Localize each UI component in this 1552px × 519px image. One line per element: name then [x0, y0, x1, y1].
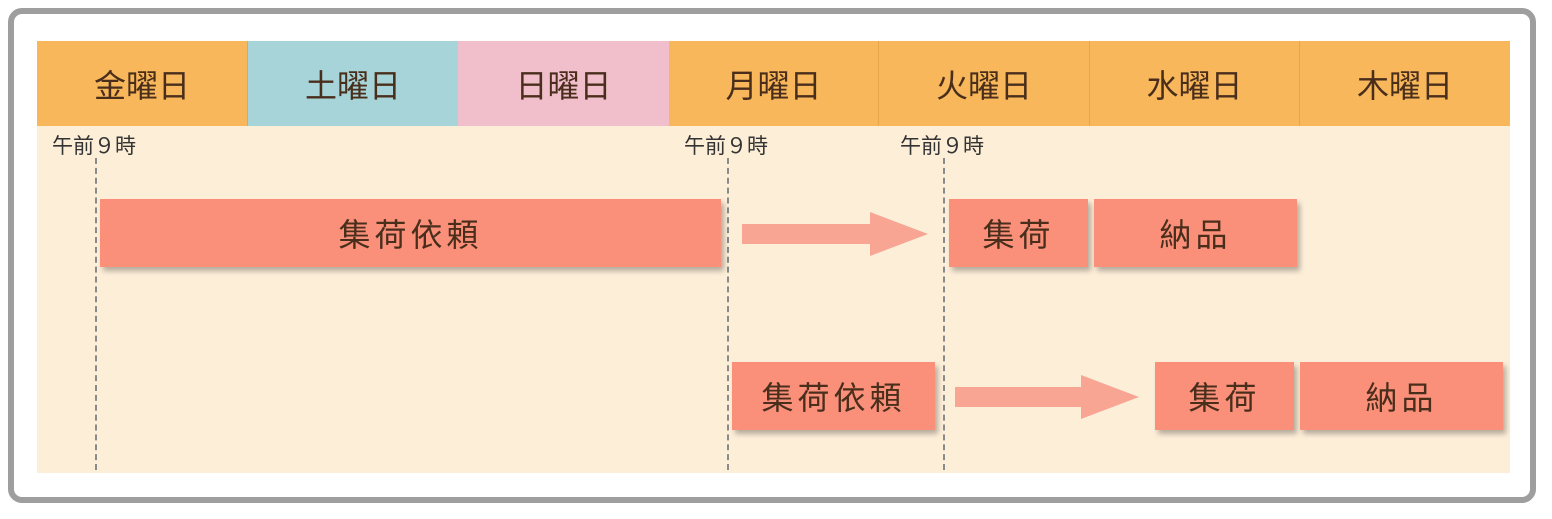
time-marker-label-monday: 午前９時 — [684, 134, 768, 158]
row1-delivery-bar: 納品 — [1094, 199, 1297, 267]
day-header-tuesday: 火曜日 — [879, 41, 1090, 126]
day-header-sunday: 日曜日 — [458, 41, 669, 126]
time-marker-line-monday — [727, 158, 729, 470]
row2-arrow-icon — [955, 375, 1139, 419]
day-header-friday: 金曜日 — [37, 41, 248, 126]
day-header-wednesday: 水曜日 — [1090, 41, 1300, 126]
time-marker-line-friday — [95, 158, 97, 470]
row1-arrow-icon — [742, 212, 928, 256]
row2-pickup-bar: 集荷 — [1155, 362, 1294, 430]
time-marker-label-friday: 午前９時 — [52, 134, 136, 158]
row1-pickup-bar: 集荷 — [949, 199, 1088, 267]
row1-pickup-request-bar: 集荷依頼 — [100, 199, 721, 267]
day-header-monday: 月曜日 — [669, 41, 879, 126]
day-header-thursday: 木曜日 — [1300, 41, 1510, 126]
row2-delivery-bar: 納品 — [1300, 362, 1503, 430]
time-marker-line-tuesday — [943, 158, 945, 470]
row2-pickup-request-bar: 集荷依頼 — [732, 362, 935, 430]
day-header-saturday: 土曜日 — [248, 41, 458, 126]
time-marker-label-tuesday: 午前９時 — [900, 134, 984, 158]
